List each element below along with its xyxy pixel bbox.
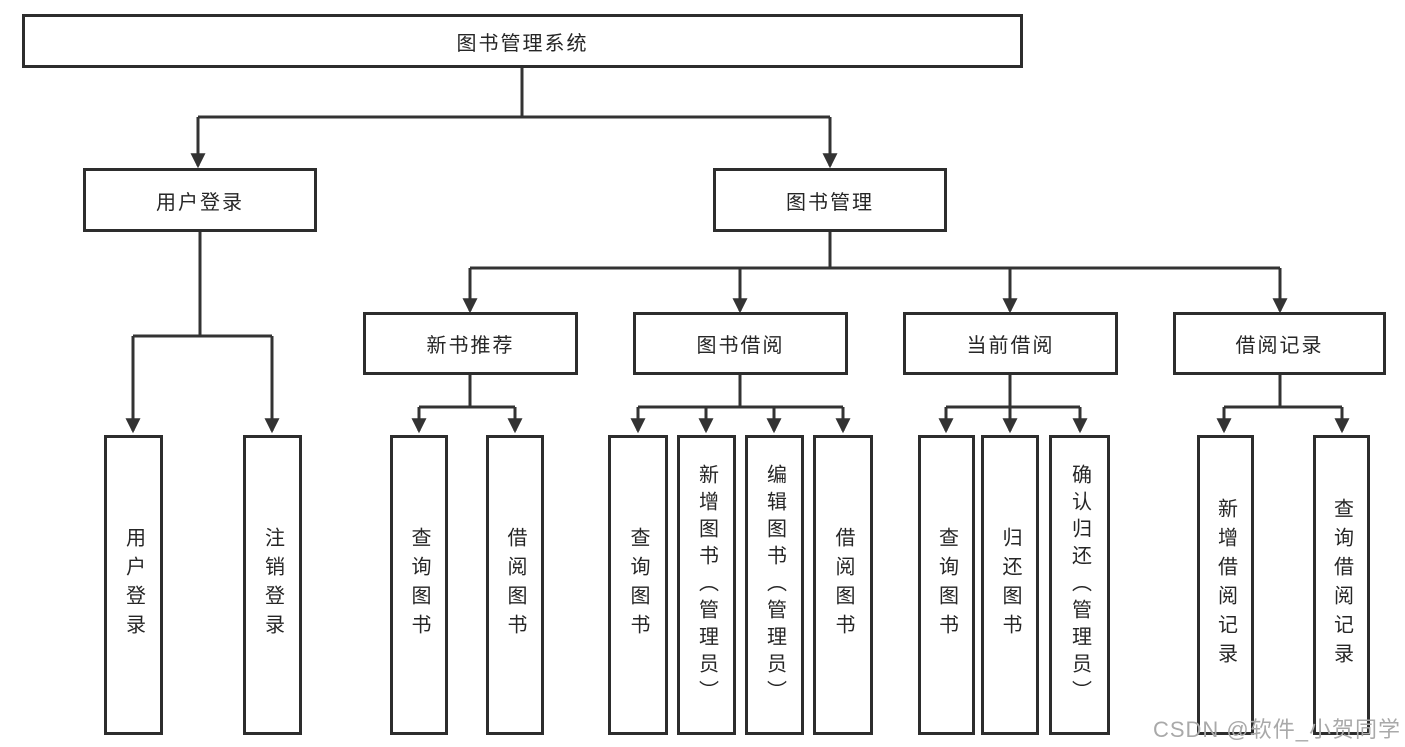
leaf-return-books: 归还图书 xyxy=(981,435,1039,735)
leaf-query-books-current: 查询图书 xyxy=(918,435,975,735)
csdn-watermark: CSDN @软件_小贺同学 xyxy=(1152,717,1401,742)
node-book-management-system: 图书管理系统 xyxy=(22,14,1023,68)
trunk-root xyxy=(198,68,830,119)
trunk-current-borrow xyxy=(946,375,1080,409)
trunk-borrow-records xyxy=(1224,375,1342,409)
node-new-book-recommend: 新书推荐 xyxy=(363,312,578,375)
trunk-book-borrow xyxy=(638,375,843,409)
leaf-query-books-borrow: 查询图书 xyxy=(608,435,668,735)
node-user-login-branch: 用户登录 xyxy=(83,168,317,232)
trunk-new-book-recommend xyxy=(419,375,515,409)
leaf-query-books-recommend: 查询图书 xyxy=(390,435,448,735)
leaf-borrow-books-recommend: 借阅图书 xyxy=(486,435,544,735)
leaf-borrow-books: 借阅图书 xyxy=(813,435,873,735)
leaf-edit-books-admin: 编辑图书（管理员） xyxy=(745,435,804,735)
node-current-borrow: 当前借阅 xyxy=(903,312,1118,375)
trunk-user-login xyxy=(133,232,272,338)
trunk-book-management xyxy=(470,232,1280,270)
leaf-add-borrow-record: 新增借阅记录 xyxy=(1197,435,1254,735)
node-borrow-records: 借阅记录 xyxy=(1173,312,1386,375)
leaf-logout: 注销登录 xyxy=(243,435,302,735)
leaf-query-borrow-record: 查询借阅记录 xyxy=(1313,435,1370,735)
node-book-management-branch: 图书管理 xyxy=(713,168,947,232)
node-book-borrow: 图书借阅 xyxy=(633,312,848,375)
leaf-confirm-return-admin: 确认归还（管理员） xyxy=(1049,435,1110,735)
leaf-add-books-admin: 新增图书（管理员） xyxy=(677,435,736,735)
leaf-user-login: 用户登录 xyxy=(104,435,163,735)
